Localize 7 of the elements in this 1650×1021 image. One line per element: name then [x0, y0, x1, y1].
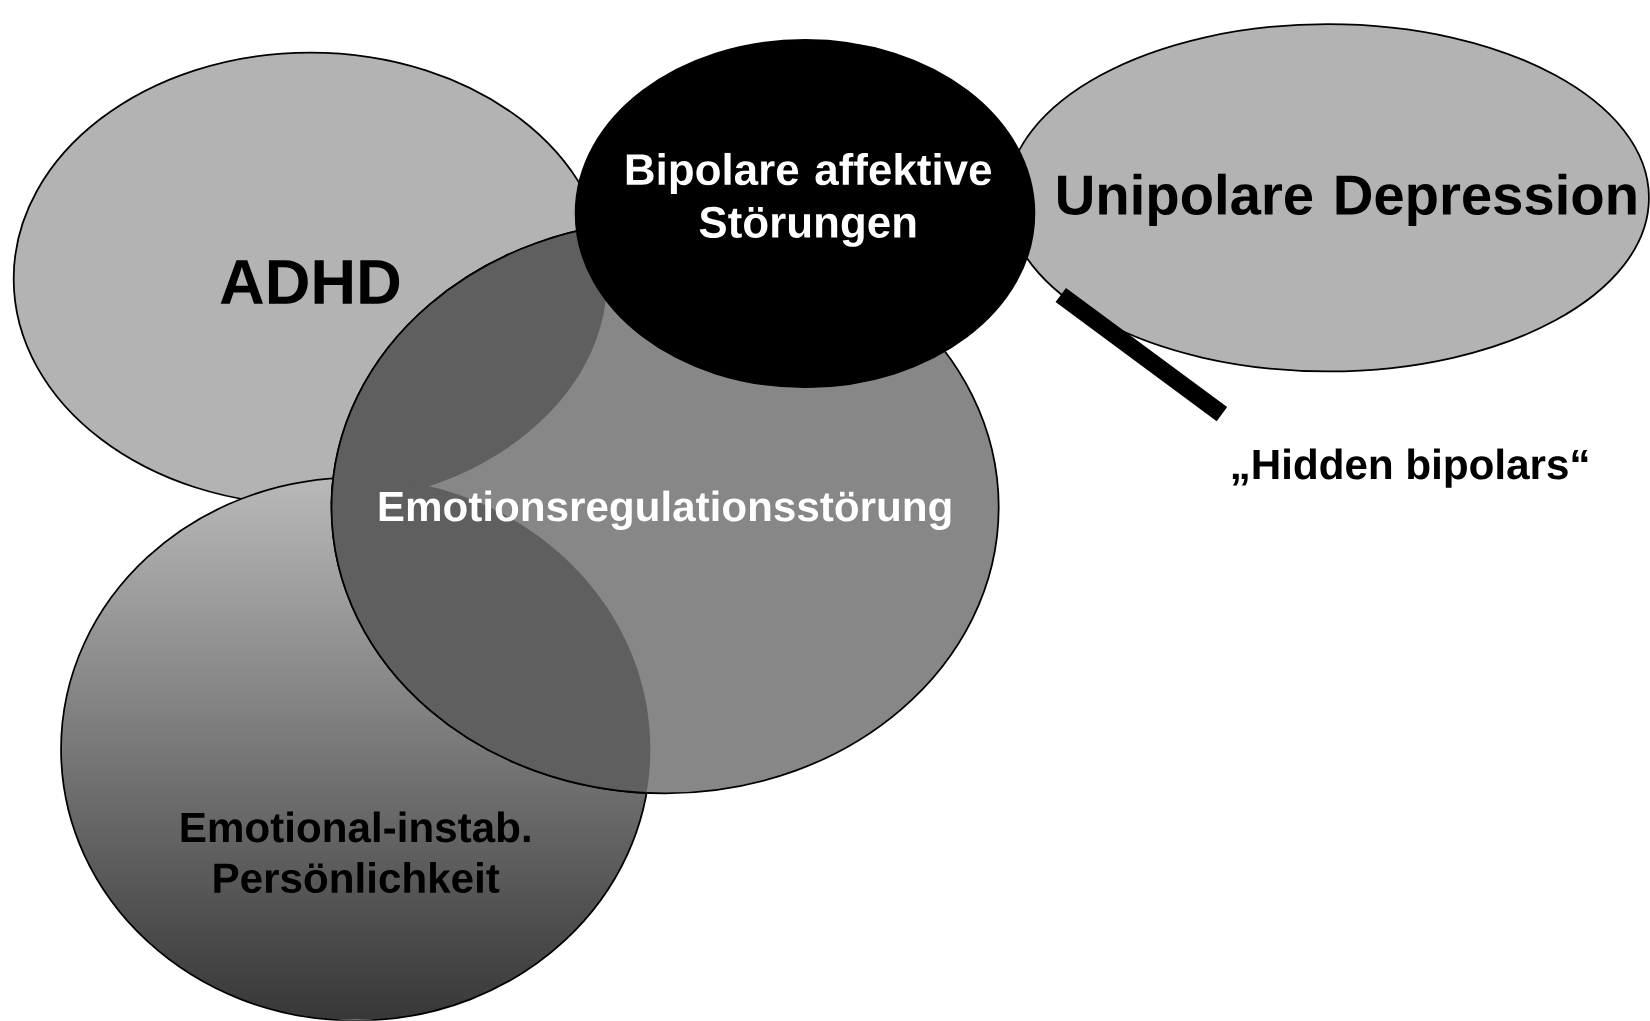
- ellipse-label: Emotionsregulationsstörung: [379, 490, 951, 531]
- ellipse-label: Bipolare affektive Störungen: [626, 153, 991, 247]
- ellipse-label: Unipolare Depression: [1058, 173, 1636, 227]
- ellipse-label: ADHD: [220, 260, 400, 304]
- leader-line: [1055, 288, 1228, 422]
- callout-text: „Hidden bipolars“: [1232, 448, 1588, 488]
- ellipse-label: Emotional-instab. Persönlichkeit: [181, 811, 530, 894]
